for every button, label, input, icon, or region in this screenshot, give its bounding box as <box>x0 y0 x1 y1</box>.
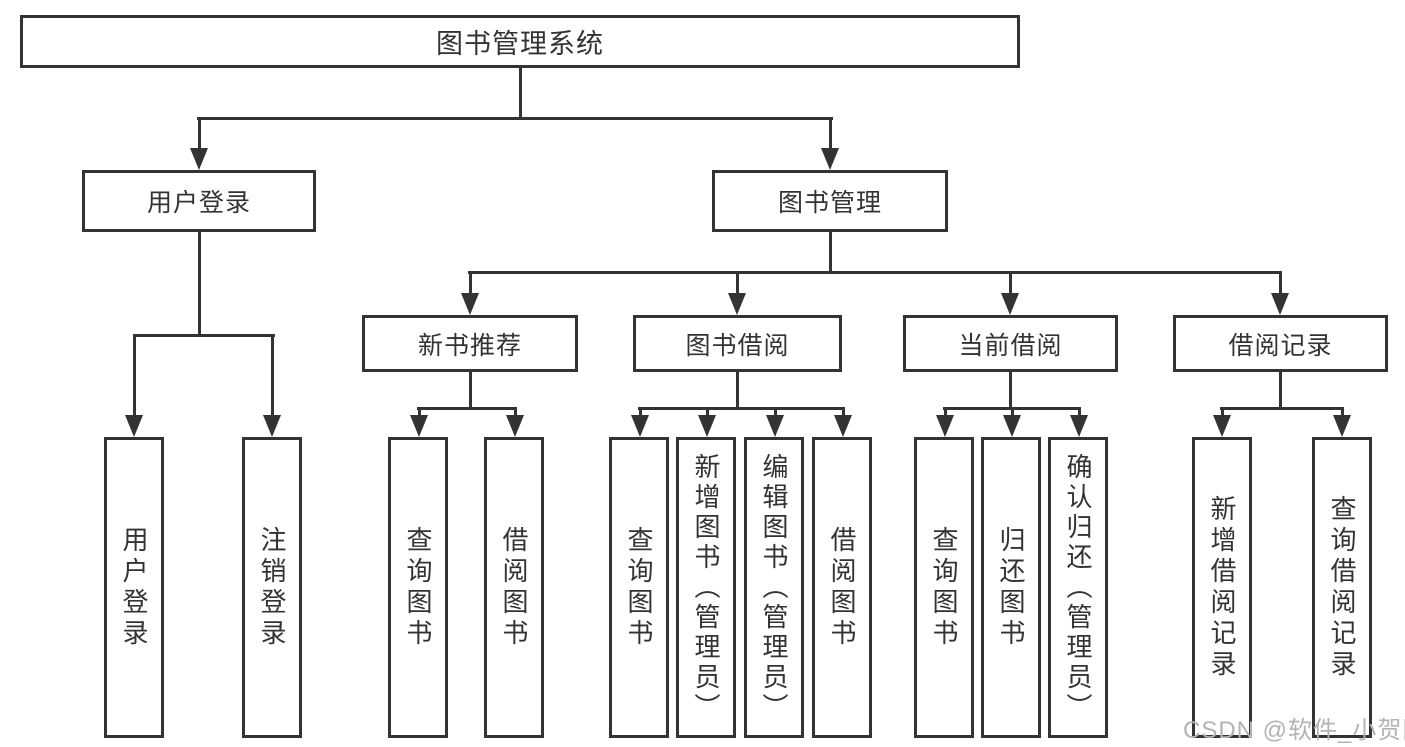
node-leaf-confirm-return-admin: 确认归还（管理员） <box>1048 437 1108 738</box>
connector-hline <box>1220 407 1344 410</box>
node-root-label: 图书管理系统 <box>436 29 604 59</box>
connector-vline <box>469 372 472 409</box>
connector-vline <box>271 335 274 418</box>
connector-vline <box>829 118 832 152</box>
connector-vline <box>944 408 947 419</box>
arrow-down-icon <box>1003 415 1021 437</box>
node-leaf-label: 注销登录 <box>257 525 287 650</box>
node-leaf-label: 新增借阅记录 <box>1207 494 1237 681</box>
node-user-login-label: 用户登录 <box>146 189 251 217</box>
csdn-watermark: CSDN @软件_小贺同学 <box>1183 717 1405 744</box>
node-leaf-edit-book-admin: 编辑图书（管理员） <box>744 437 804 738</box>
connector-vline <box>198 232 201 336</box>
node-leaf-label: 归还图书 <box>996 525 1026 650</box>
connector-vline <box>1341 408 1344 419</box>
arrow-down-icon <box>410 415 428 437</box>
node-leaf-label: 查询图书 <box>929 525 959 650</box>
node-leaf-label: 确认归还（管理员） <box>1063 452 1093 723</box>
connector-vline <box>706 408 709 419</box>
node-leaf-add-borrow-record: 新增借阅记录 <box>1192 437 1252 738</box>
node-leaf-logout: 注销登录 <box>242 437 302 738</box>
arrow-down-icon <box>834 415 852 437</box>
node-leaf-label: 编辑图书（管理员） <box>759 452 789 723</box>
connector-vline <box>842 408 845 419</box>
connector-vline <box>133 335 136 418</box>
node-user-login: 用户登录 <box>82 170 316 232</box>
connector-hline <box>417 407 517 410</box>
arrow-down-icon <box>506 415 524 437</box>
arrow-down-icon <box>698 415 716 437</box>
node-current-borrow-label: 当前借阅 <box>958 331 1063 360</box>
arrow-down-icon <box>766 415 784 437</box>
connector-hline <box>133 334 275 337</box>
node-new-book-recommend-label: 新书推荐 <box>417 331 522 360</box>
arrow-down-icon <box>821 148 839 170</box>
node-book-management-label: 图书管理 <box>777 189 882 217</box>
connector-vline <box>1221 408 1224 419</box>
node-leaf-current-query: 查询图书 <box>914 437 974 738</box>
connector-vline <box>198 118 201 152</box>
arrow-down-icon <box>263 415 281 437</box>
node-leaf-newbook-query: 查询图书 <box>388 437 448 738</box>
node-new-book-recommend: 新书推荐 <box>362 315 578 372</box>
node-borrow-records: 借阅记录 <box>1173 315 1388 372</box>
connector-vline <box>639 408 642 419</box>
arrow-down-icon <box>1333 415 1351 437</box>
node-book-borrow: 图书借阅 <box>633 315 842 372</box>
node-leaf-add-book-admin: 新增图书（管理员） <box>676 437 736 738</box>
node-leaf-query-borrow-record: 查询借阅记录 <box>1312 437 1372 738</box>
arrow-down-icon <box>1070 415 1088 437</box>
arrow-down-icon <box>728 293 746 315</box>
connector-vline <box>829 232 832 273</box>
connector-vline <box>514 408 517 419</box>
node-leaf-label: 借阅图书 <box>499 525 529 650</box>
node-leaf-label: 查询图书 <box>403 525 433 650</box>
connector-vline <box>469 272 472 297</box>
connector-vline <box>1279 372 1282 409</box>
arrow-down-icon <box>936 415 954 437</box>
node-leaf-return-book: 归还图书 <box>981 437 1041 738</box>
arrow-down-icon <box>125 415 143 437</box>
node-book-management: 图书管理 <box>712 170 948 232</box>
arrow-down-icon <box>631 415 649 437</box>
node-leaf-label: 查询借阅记录 <box>1327 494 1357 681</box>
connector-vline <box>1078 408 1081 419</box>
connector-hline <box>638 407 845 410</box>
node-leaf-label: 用户登录 <box>119 525 149 650</box>
node-borrow-records-label: 借阅记录 <box>1228 331 1333 360</box>
node-leaf-borrow-query: 查询图书 <box>609 437 669 738</box>
connector-vline <box>519 68 522 120</box>
connector-hline <box>468 271 1282 274</box>
arrow-down-icon <box>461 293 479 315</box>
node-leaf-label: 查询图书 <box>624 525 654 650</box>
connector-vline <box>736 272 739 297</box>
connector-vline <box>1279 272 1282 297</box>
node-leaf-borrow-book: 借阅图书 <box>812 437 872 738</box>
connector-vline <box>1009 272 1012 297</box>
connector-vline <box>1011 408 1014 419</box>
arrow-down-icon <box>190 148 208 170</box>
connector-vline <box>774 408 777 419</box>
node-leaf-label: 新增图书（管理员） <box>691 452 721 723</box>
arrow-down-icon <box>1001 293 1019 315</box>
connector-vline <box>736 372 739 409</box>
node-leaf-newbook-borrow: 借阅图书 <box>484 437 544 738</box>
connector-hline <box>197 117 833 120</box>
connector-vline <box>418 408 421 419</box>
node-leaf-label: 借阅图书 <box>827 525 857 650</box>
arrow-down-icon <box>1213 415 1231 437</box>
node-current-borrow: 当前借阅 <box>903 315 1118 372</box>
arrow-down-icon <box>1271 293 1289 315</box>
node-book-borrow-label: 图书借阅 <box>685 331 790 360</box>
node-root: 图书管理系统 <box>20 15 1020 68</box>
node-leaf-user-login: 用户登录 <box>104 437 164 738</box>
connector-vline <box>1009 372 1012 409</box>
